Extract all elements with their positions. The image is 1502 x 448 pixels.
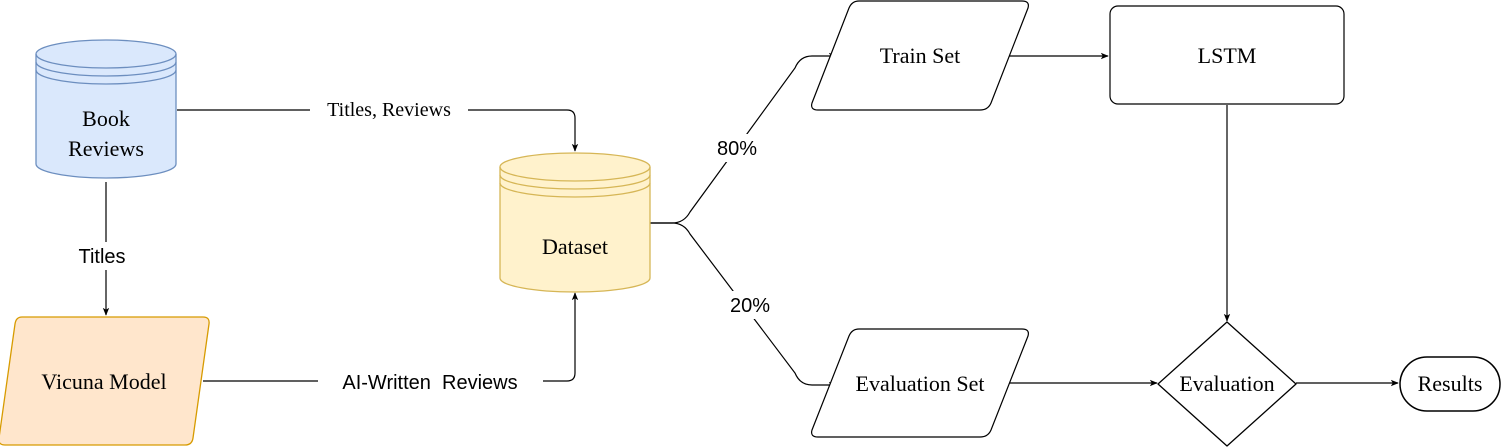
node-train-set: Train Set bbox=[811, 0, 1029, 111]
dataset-rim-3 bbox=[499, 182, 651, 198]
lstm-label: LSTM bbox=[1198, 43, 1257, 68]
results-terminator-shape bbox=[1399, 356, 1501, 412]
book-reviews-label-line1: Book bbox=[82, 106, 130, 131]
evaluation-set-label: Evaluation Set bbox=[856, 371, 985, 396]
vicuna-model-shape bbox=[0, 316, 210, 446]
book-reviews-rim-2 bbox=[35, 61, 177, 77]
vicuna-model-label: Vicuna Model bbox=[41, 369, 166, 394]
node-book-reviews: Book Reviews bbox=[35, 39, 177, 179]
edge-vicuna-to-dataset bbox=[203, 292, 579, 382]
edge-label-80-percent: 80% bbox=[717, 138, 757, 160]
train-set-label: Train Set bbox=[880, 43, 960, 68]
book-reviews-label-line2: Reviews bbox=[68, 136, 144, 161]
node-evaluation-set: Evaluation Set bbox=[811, 328, 1029, 438]
evaluation-label: Evaluation bbox=[1179, 371, 1274, 396]
train-set-shape bbox=[811, 0, 1029, 111]
edge-labels: Titles, Reviews Titles AI-Written Review… bbox=[70, 96, 780, 396]
dataset-database-icon bbox=[499, 152, 651, 293]
lstm-shape bbox=[1109, 5, 1345, 105]
book-reviews-rim-3 bbox=[35, 69, 177, 85]
dataset-top-rim bbox=[499, 166, 651, 182]
node-evaluation: Evaluation bbox=[1157, 321, 1297, 447]
edges bbox=[102, 52, 1399, 389]
node-results: Results bbox=[1399, 356, 1501, 412]
dataset-label: Dataset bbox=[542, 234, 608, 259]
book-reviews-top-rim bbox=[35, 53, 177, 69]
node-dataset: Dataset bbox=[499, 152, 651, 293]
node-lstm: LSTM bbox=[1109, 5, 1345, 105]
evaluation-set-shape bbox=[811, 328, 1029, 438]
node-vicuna-model: Vicuna Model bbox=[0, 316, 210, 446]
edge-label-titles: Titles bbox=[78, 246, 125, 268]
edge-label-ai-written-reviews: AI-Written Reviews bbox=[342, 372, 517, 394]
edge-label-20-percent: 20% bbox=[730, 295, 770, 317]
edge-label-titles-reviews: Titles, Reviews bbox=[327, 99, 451, 121]
evaluation-decision-shape bbox=[1157, 321, 1297, 447]
dataset-rim-2 bbox=[499, 174, 651, 190]
edge-reviews-to-dataset bbox=[177, 109, 579, 152]
results-label: Results bbox=[1418, 371, 1483, 396]
